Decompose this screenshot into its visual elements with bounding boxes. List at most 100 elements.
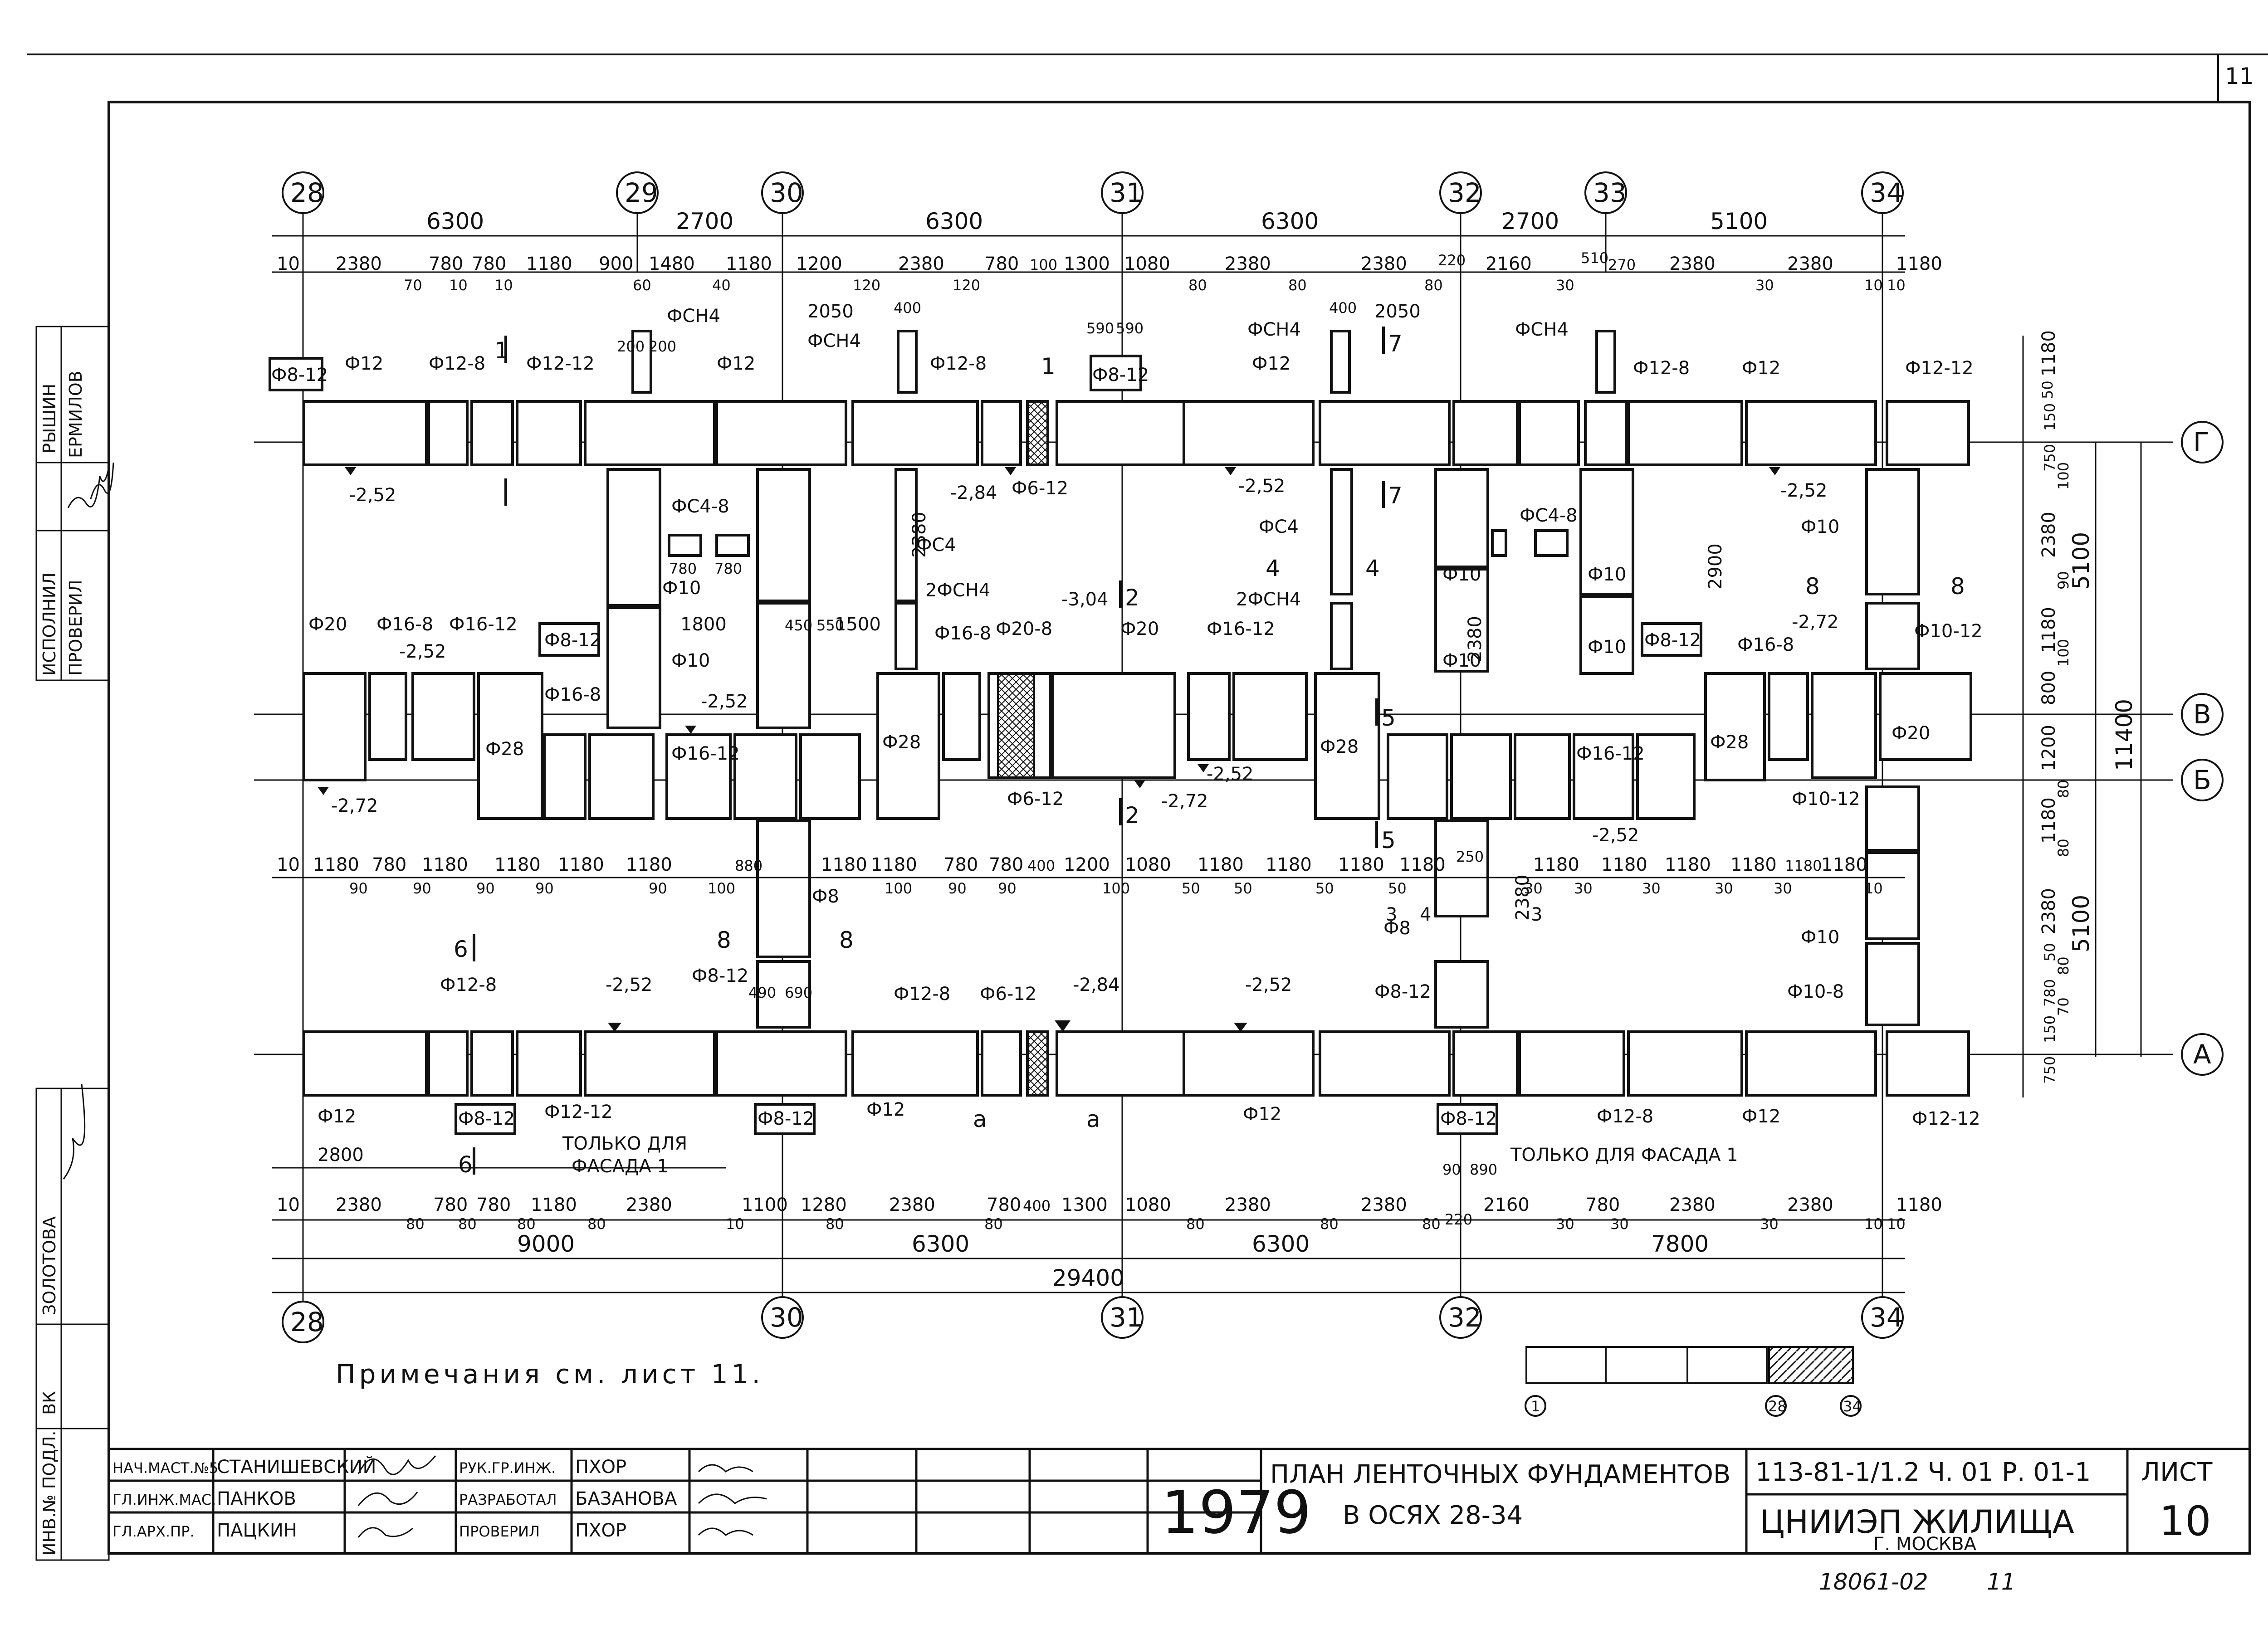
section-4-a: 4 <box>1266 555 1280 581</box>
dim-11400: 11400 <box>2111 699 2137 771</box>
section-1-label: 1 <box>1041 353 1056 380</box>
mid-small-17: 30 <box>1715 880 1733 897</box>
mark-f28-c: Ф28 <box>1320 737 1359 757</box>
top-small-0: 70 <box>404 277 422 294</box>
inner-690: 690 <box>785 984 812 1001</box>
mark-f16-8-b: Ф16-8 <box>544 684 601 705</box>
seam-block-V <box>997 673 1035 779</box>
mark-f16-12-c: Ф16-12 <box>1207 619 1275 639</box>
top-dim-1: 2380 <box>336 254 382 274</box>
mid-small-5: 100 <box>708 880 735 897</box>
inner-780-b: 780 <box>714 560 742 577</box>
section-8-b: 8 <box>839 927 854 953</box>
mark-f28-b: Ф28 <box>882 732 921 753</box>
mark-fs4-b: ФС4 <box>1259 517 1299 537</box>
mark-f12-e: Ф12 <box>318 1106 356 1127</box>
axis-31-bottom: 31 <box>1110 1302 1143 1333</box>
rv-18: 70 <box>2055 997 2072 1016</box>
signature-left-1 <box>67 467 110 508</box>
mark-f8-12-f: Ф8-12 <box>1374 981 1431 1002</box>
axis-B: Б <box>2193 765 2211 795</box>
title-block-left: НАЧ.МАСТ.№5 СТАНИШЕВСКИЙ ГЛ.ИНЖ.МАС. ПАН… <box>112 1456 677 1541</box>
section-1-top: 1 <box>494 337 509 364</box>
bottom-spans: 9000 6300 6300 7800 <box>517 1231 1709 1257</box>
mark-f12-8-a: Ф12-8 <box>429 353 485 374</box>
row-A-blocks <box>303 1030 1970 1097</box>
level-marks: -2,52 -2,84 -2,52 -2,52 -2,52 -2,52 -3,0… <box>331 476 1839 995</box>
mark-f16-12-d: Ф16-12 <box>1576 743 1645 764</box>
mid-dim-22: 1180 <box>1665 854 1711 875</box>
transverse-blocks <box>606 330 1920 1029</box>
axis-A: А <box>2193 1039 2211 1070</box>
mark-f20-b: Ф20 <box>1120 619 1159 639</box>
bot-dim-13: 2380 <box>1225 1195 1271 1215</box>
top-dim-18: 510 <box>1581 249 1608 267</box>
mark-f8-12-a: Ф8-12 <box>271 365 328 385</box>
mid-dim-24: 1180 <box>1785 857 1822 874</box>
rv-19: 150 <box>2041 1015 2058 1043</box>
top-dim-20: 2380 <box>1669 254 1716 274</box>
mid-small-13: 50 <box>1388 880 1407 897</box>
rv-17: 780 <box>2041 979 2058 1007</box>
mark-fsn4-a: ФСН4 <box>667 306 720 327</box>
top-dim-12: 1300 <box>1064 254 1110 274</box>
mark-f12-8-c: Ф12-8 <box>1633 358 1690 379</box>
bot-small-9: 80 <box>1422 1215 1441 1233</box>
tb-sheet-number: 10 <box>2159 1497 2211 1545</box>
tb-name-6: ПХОР <box>575 1520 626 1541</box>
right-dim-values: 1180 50 150 750 100 2380 90 1180 100 800… <box>2038 330 2072 1084</box>
row-G-blocks <box>303 400 1970 466</box>
bot-span-3: 6300 <box>1252 1231 1310 1257</box>
rv-3: 750 <box>2041 444 2058 472</box>
axis-28-top: 28 <box>290 177 324 208</box>
bot-small-7: 80 <box>1186 1215 1205 1233</box>
mark-f12-12-a: Ф12-12 <box>526 353 595 374</box>
rv-15: 50 <box>2041 943 2058 961</box>
top-small-8: 80 <box>1288 277 1307 294</box>
mark-f8-a: Ф8 <box>812 886 839 907</box>
row-VB-blocks <box>303 672 1972 820</box>
mid-dim-13: 1200 <box>1064 854 1110 875</box>
mid-small-4: 90 <box>649 880 667 897</box>
inner-200-a: 200 <box>617 338 645 355</box>
mark-f8-12-d: Ф8-12 <box>1644 630 1701 651</box>
mark-f10-8: Ф10-8 <box>1787 981 1844 1002</box>
bot-small-0: 80 <box>406 1215 425 1233</box>
section-a-2: а <box>1086 1106 1100 1132</box>
mark-f10-12-b: Ф10-12 <box>1792 789 1860 810</box>
level-252-a: -2,52 <box>349 485 396 506</box>
tb-code: 113-81-1/1.2 Ч. 01 Р. 01-1 <box>1755 1458 2091 1487</box>
mark-f28-a: Ф28 <box>485 739 524 760</box>
key-label-28: 28 <box>1768 1398 1787 1415</box>
bottom-dim-row: 10 2380 780 780 1180 2380 1100 1280 2380… <box>277 1195 1942 1228</box>
tb-role-3: ГЛ.АРХ.ПР. <box>112 1523 195 1540</box>
rv-0: 1180 <box>2038 330 2059 376</box>
level-252-d: -2,52 <box>399 641 446 662</box>
bot-dim-1: 2380 <box>336 1195 382 1215</box>
mark-fs4-a: ФС4 <box>916 535 956 556</box>
marks-row-A: Ф12-8 Ф8-12 Ф12-8 Ф6-12 Ф8-12 Ф12 Ф12-12… <box>318 966 1980 1177</box>
mid-small-19: 10 <box>1864 880 1883 897</box>
top-dim-8: 1200 <box>796 254 842 274</box>
mid-dim-10: 780 <box>943 854 978 875</box>
inner-90: 90 <box>1442 1161 1461 1178</box>
bot-dim-14: 2380 <box>1361 1195 1407 1215</box>
mark-f8-12-i: Ф8-12 <box>1440 1108 1497 1129</box>
mid-dim-20: 1180 <box>1533 854 1579 875</box>
section-4-c: 4 <box>1420 904 1431 925</box>
bot-small-13: 10 <box>1864 1215 1883 1233</box>
sheet-corner-number: 11 <box>2225 63 2254 89</box>
mid-dim-25: 1180 <box>1821 854 1867 875</box>
bot-dim-11: 1300 <box>1061 1195 1108 1215</box>
inner-1800: 1800 <box>680 614 727 635</box>
top-dim-small: 70 10 10 60 40 120 120 80 80 80 30 30 10… <box>404 277 1906 294</box>
top-small-2: 10 <box>494 277 513 294</box>
top-dim-row: 10 2380 780 780 1180 900 1480 1180 1200 … <box>277 249 1942 274</box>
inner-2380-a: 2380 <box>1465 616 1486 662</box>
mark-fsn4-c: ФСН4 <box>1247 319 1301 340</box>
bot-small-11: 30 <box>1610 1215 1629 1233</box>
mid-small-16: 30 <box>1642 880 1661 897</box>
mid-dim-16: 1180 <box>1266 854 1312 875</box>
section-2-bottom: 2 <box>1125 802 1139 829</box>
mid-dim-12: 400 <box>1027 857 1055 874</box>
